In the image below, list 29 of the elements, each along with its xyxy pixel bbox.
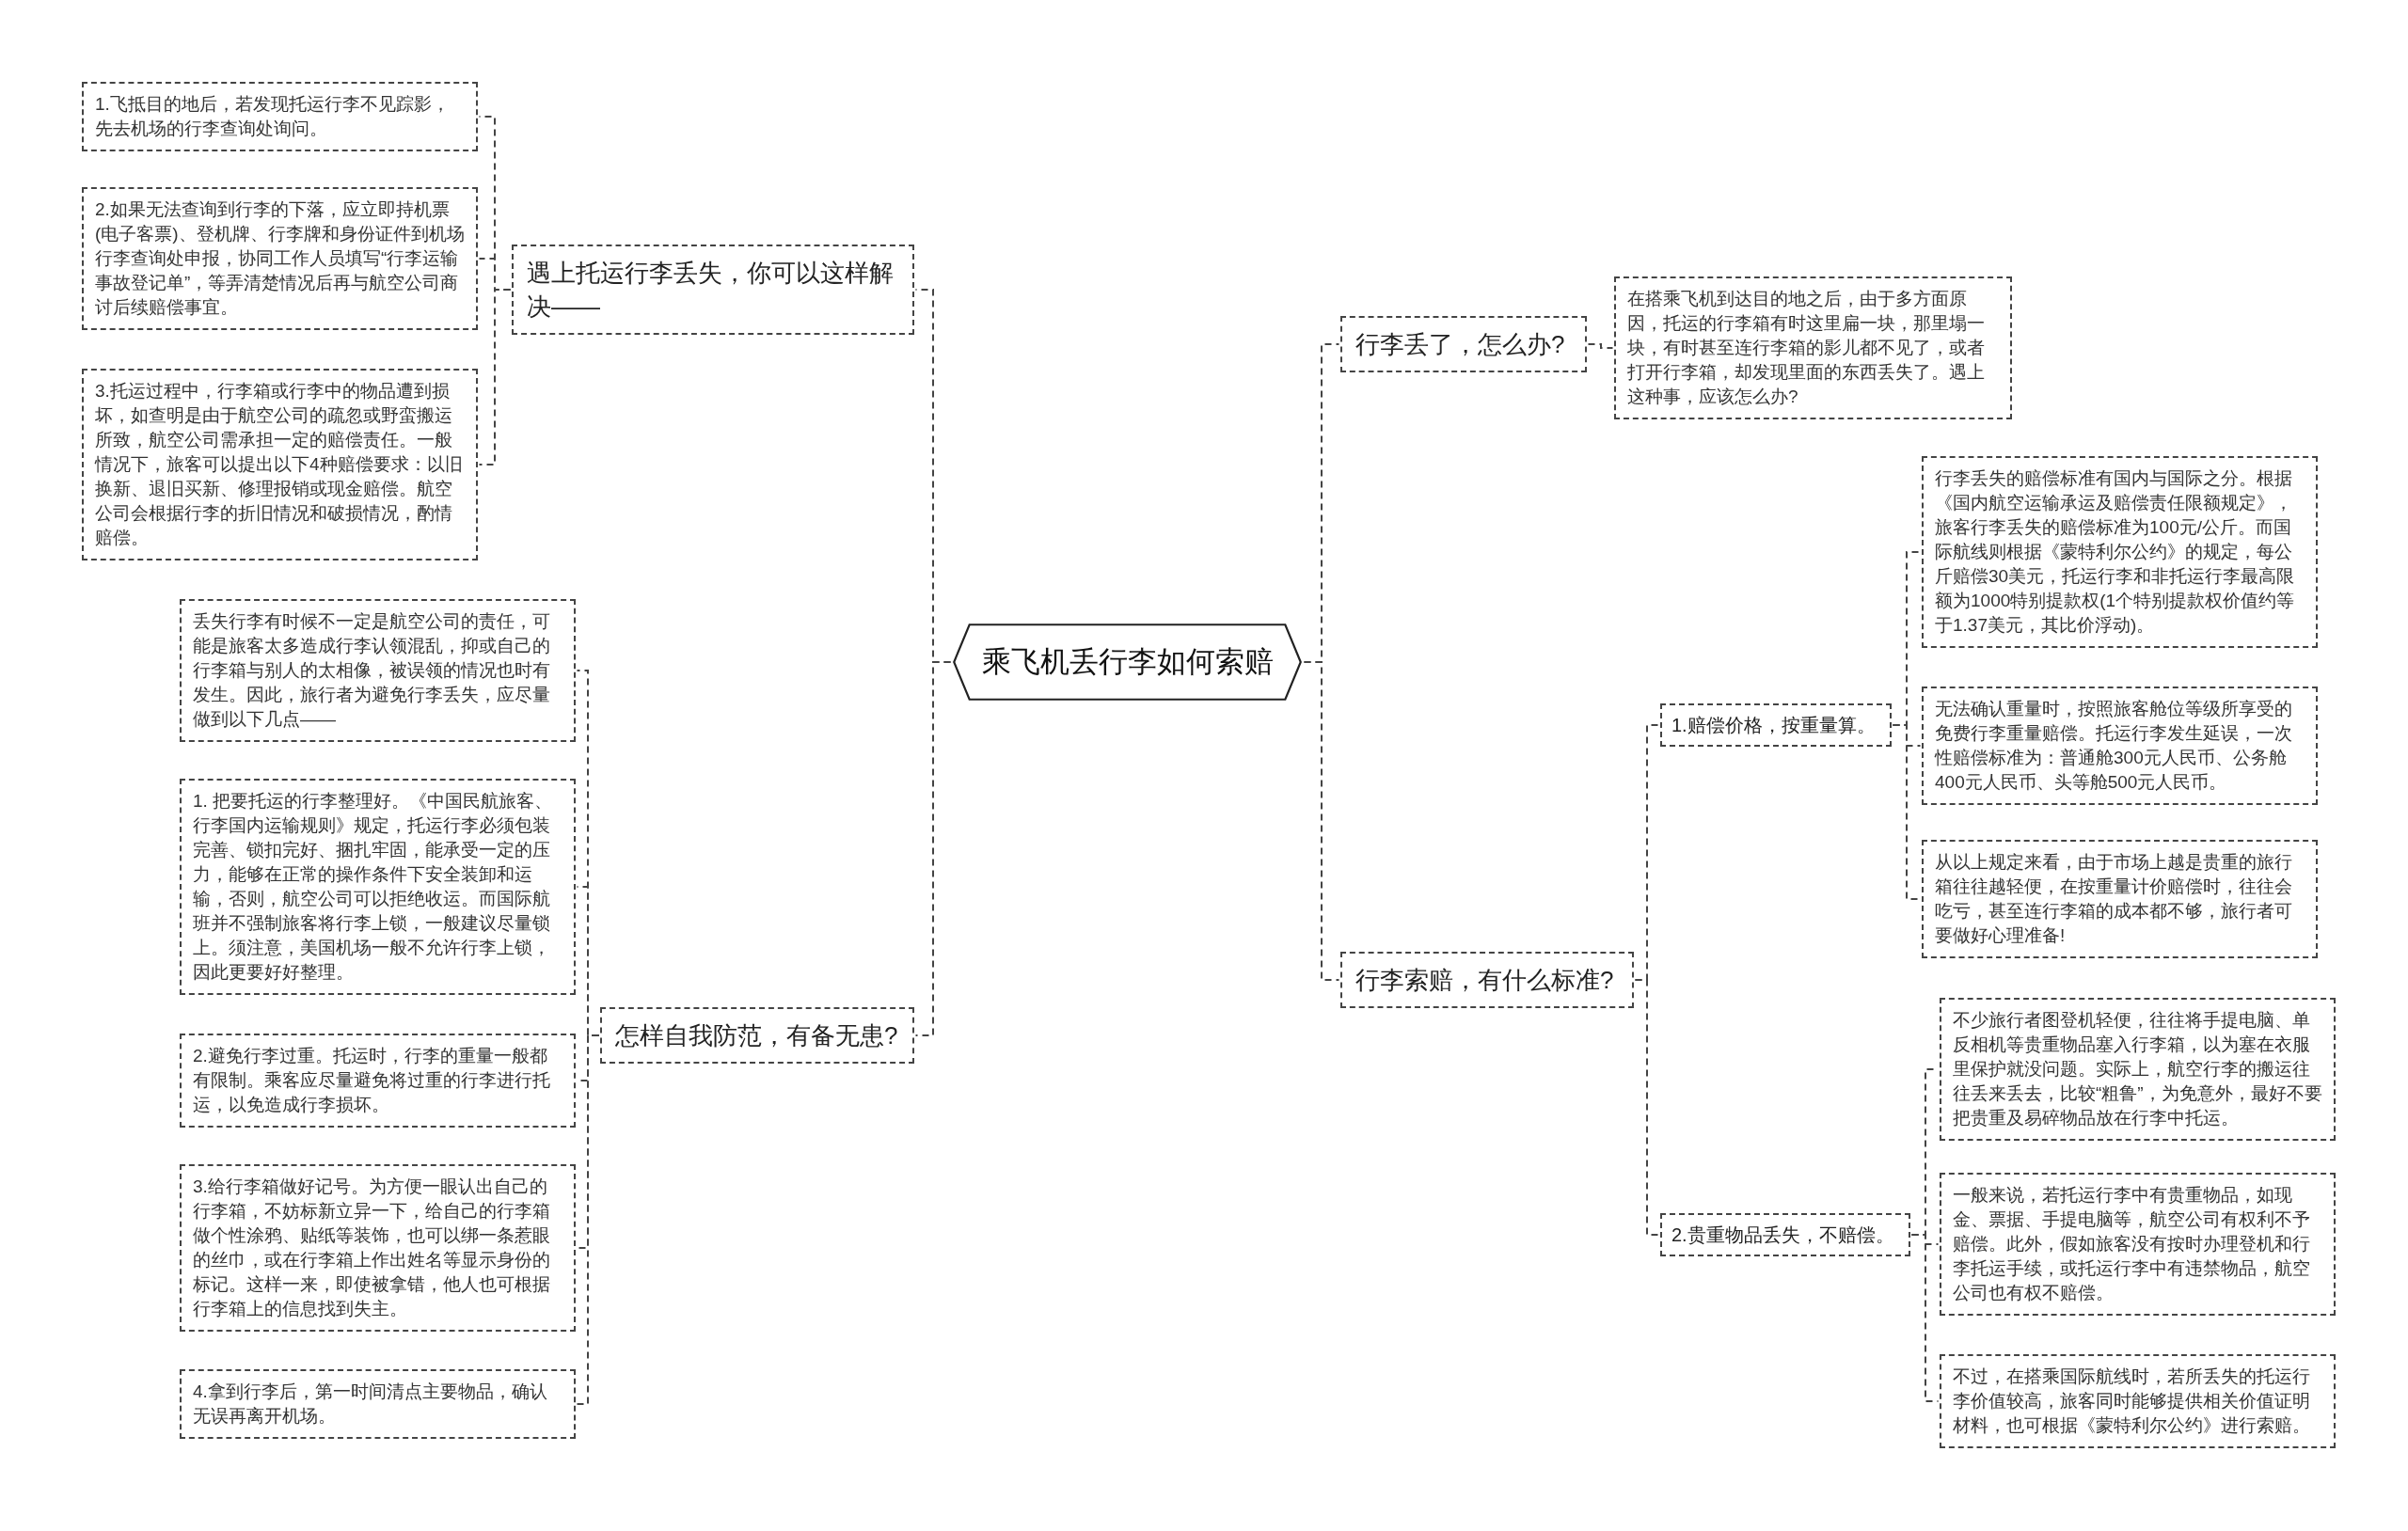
note-box: 2.如果无法查询到行李的下落，应立即持机票(电子客票)、登机牌、行李牌和身份证件到机场行李查询处申报，协同工作人员填写“行李运输事故登记单”，等弄清楚情况后再与航空公司商讨后续赔偿事宜。 [82, 187, 478, 330]
subtopic-box: 2.贵重物品丢失，不赔偿。 [1660, 1213, 1910, 1256]
note-box: 3.给行李箱做好记号。为方便一眼认出自己的行李箱，不妨标新立异一下，给自己的行李箱做个性涂鸦、贴纸等装饰，也可以绑一条惹眼的丝巾，或在行李箱上作出姓名等显示身份的标记。这样一来，即使被拿错，他人也可根据行李箱上的信息找到失主。 [180, 1164, 576, 1332]
topic-box: 遇上托运行李丢失，你可以这样解决—— [512, 245, 914, 335]
note-box: 1. 把要托运的行李整理好。《中国民航旅客、行李国内运输规则》规定，托运行李必须包装完善、锁扣完好、捆扎牢固，能承受一定的压力，能够在正常的操作条件下安全装卸和运输，否则，航空公司可以拒绝收运。而国际航班并不强制旅客将行李上锁，一般建议尽量锁上。须注意，美国机场一般不允许行李上锁，因此更要好好整理。 [180, 779, 576, 995]
note-box: 4.拿到行李后，第一时间清点主要物品，确认无误再离开机场。 [180, 1369, 576, 1439]
connector-line [914, 661, 952, 1036]
note-box: 行李丢失的赔偿标准有国内与国际之分。根据《国内航空运输承运及赔偿责任限额规定》，旅客行李丢失的赔偿标准为100元/公斤。而国际航线则根据《蒙特利尔公约》的规定，每公斤赔偿30美元，托运行李和非托运行李最高限额为1000特别提款权(1个特别提款权价值约等于1.37美元，其比价浮动)。 [1922, 456, 2318, 648]
connector-line [1303, 661, 1340, 981]
note-box: 无法确认重量时，按照旅客舱位等级所享受的免费行李重量赔偿。托运行李发生延误，一次性赔偿标准为：普通舱300元人民币、公务舱400元人民币、头等舱500元人民币。 [1922, 687, 2318, 805]
subtopic-box: 1.赔偿价格，按重量算。 [1660, 703, 1892, 747]
connector-line [478, 289, 512, 466]
connector-line [1634, 979, 1660, 1236]
connector-line [1587, 343, 1614, 349]
note-box: 不少旅行者图登机轻便，往往将手提电脑、单反相机等贵重物品塞入行李箱，以为塞在衣服里保护就没问题。实际上，航空行李的搬运往往丢来丢去，比较“粗鲁”，为免意外，最好不要把贵重及易碎物品放在行李中托运。 [1940, 998, 2336, 1141]
note-box: 不过，在搭乘国际航线时，若所丢失的托运行李价值较高，旅客同时能够提供相关价值证明材料，也可根据《蒙特利尔公约》进行索赔。 [1940, 1354, 2336, 1448]
topic-box: 行李丢了，怎么办? [1340, 316, 1587, 372]
connector-line [576, 1034, 600, 1405]
note-box: 从以上规定来看，由于市场上越是贵重的旅行箱往往越轻便，在按重量计价赔偿时，往往会吃亏，甚至连行李箱的成本都不够，旅行者可要做好心理准备! [1922, 840, 2318, 958]
note-box: 1.飞抵目的地后，若发现托运行李不见踪影，先去机场的行李查询处询问。 [82, 82, 478, 151]
note-box: 2.避免行李过重。托运时，行李的重量一般都有限制。乘客应尽量避免将过重的行李进行托运，以免造成行李损坏。 [180, 1034, 576, 1128]
topic-box: 行李索赔，有什么标准? [1340, 952, 1634, 1008]
note-box: 3.托运过程中，行李箱或行李中的物品遭到损坏，如查明是由于航空公司的疏忽或野蛮搬运所致，航空公司需承担一定的赔偿责任。一般情况下，旅客可以提出以下4种赔偿要求：以旧换新、退旧买新、修理报销或现金赔偿。航空公司会根据行李的折旧情况和破损情况，酌情赔偿。 [82, 369, 478, 560]
central-topic: 乘飞机丢行李如何索赔 [952, 623, 1303, 701]
note-box: 在搭乘飞机到达目的地之后，由于多方面原因，托运的行李箱有时这里扁一块，那里塌一块，有时甚至连行李箱的影儿都不见了，或者打开行李箱，却发现里面的东西丢失了。遇上这种事，应该怎么办? [1614, 276, 2012, 419]
topic-box: 怎样自我防范，有备无患? [600, 1007, 914, 1064]
connector-line [1910, 1234, 1940, 1402]
note-box: 丢失行李有时候不一定是航空公司的责任，可能是旅客太多造成行李认领混乱，抑或自己的行李箱与别人的太相像，被误领的情况也时有发生。因此，旅行者为避免行李丢失，应尽量做到以下几点—— [180, 599, 576, 742]
note-box: 一般来说，若托运行李中有贵重物品，如现金、票据、手提电脑等，航空公司有权利不予赔偿。此外，假如旅客没有按时办理登机和行李托运手续，或托运行李中有违禁物品，航空公司也有权不赔偿。 [1940, 1173, 2336, 1316]
